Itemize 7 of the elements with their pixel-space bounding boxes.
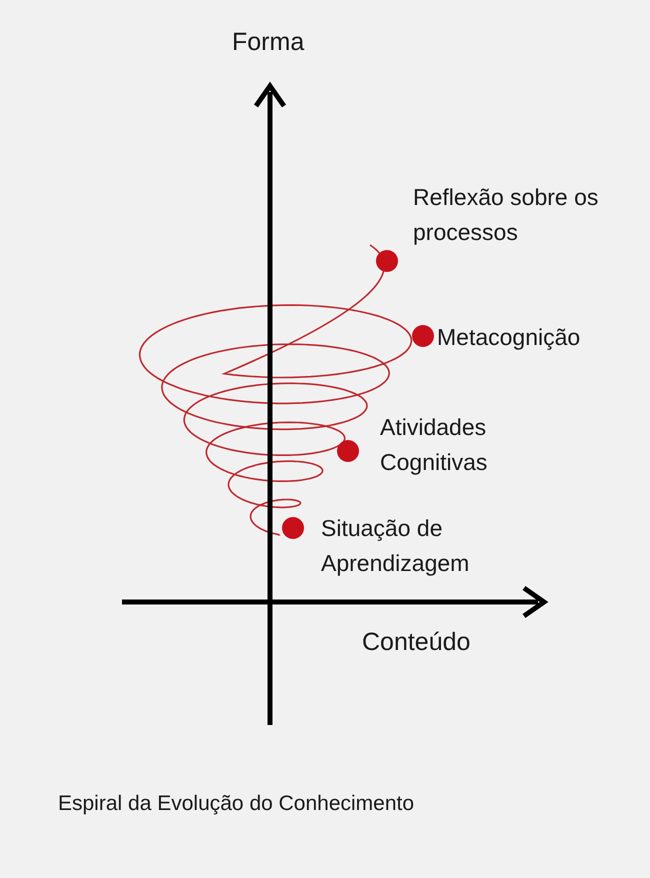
stage-label: Reflexão sobre os processos xyxy=(413,183,600,247)
axis-label: Conteúdo xyxy=(362,627,470,658)
caption: Espiral da Evolução do Conhecimento xyxy=(58,791,414,817)
axis-label: Forma xyxy=(232,27,304,58)
stage-label: Situação de Aprendizagem xyxy=(321,514,470,578)
stage-label: Metacognição xyxy=(437,323,582,352)
stage-label: Atividades Cognitivas xyxy=(380,413,488,477)
